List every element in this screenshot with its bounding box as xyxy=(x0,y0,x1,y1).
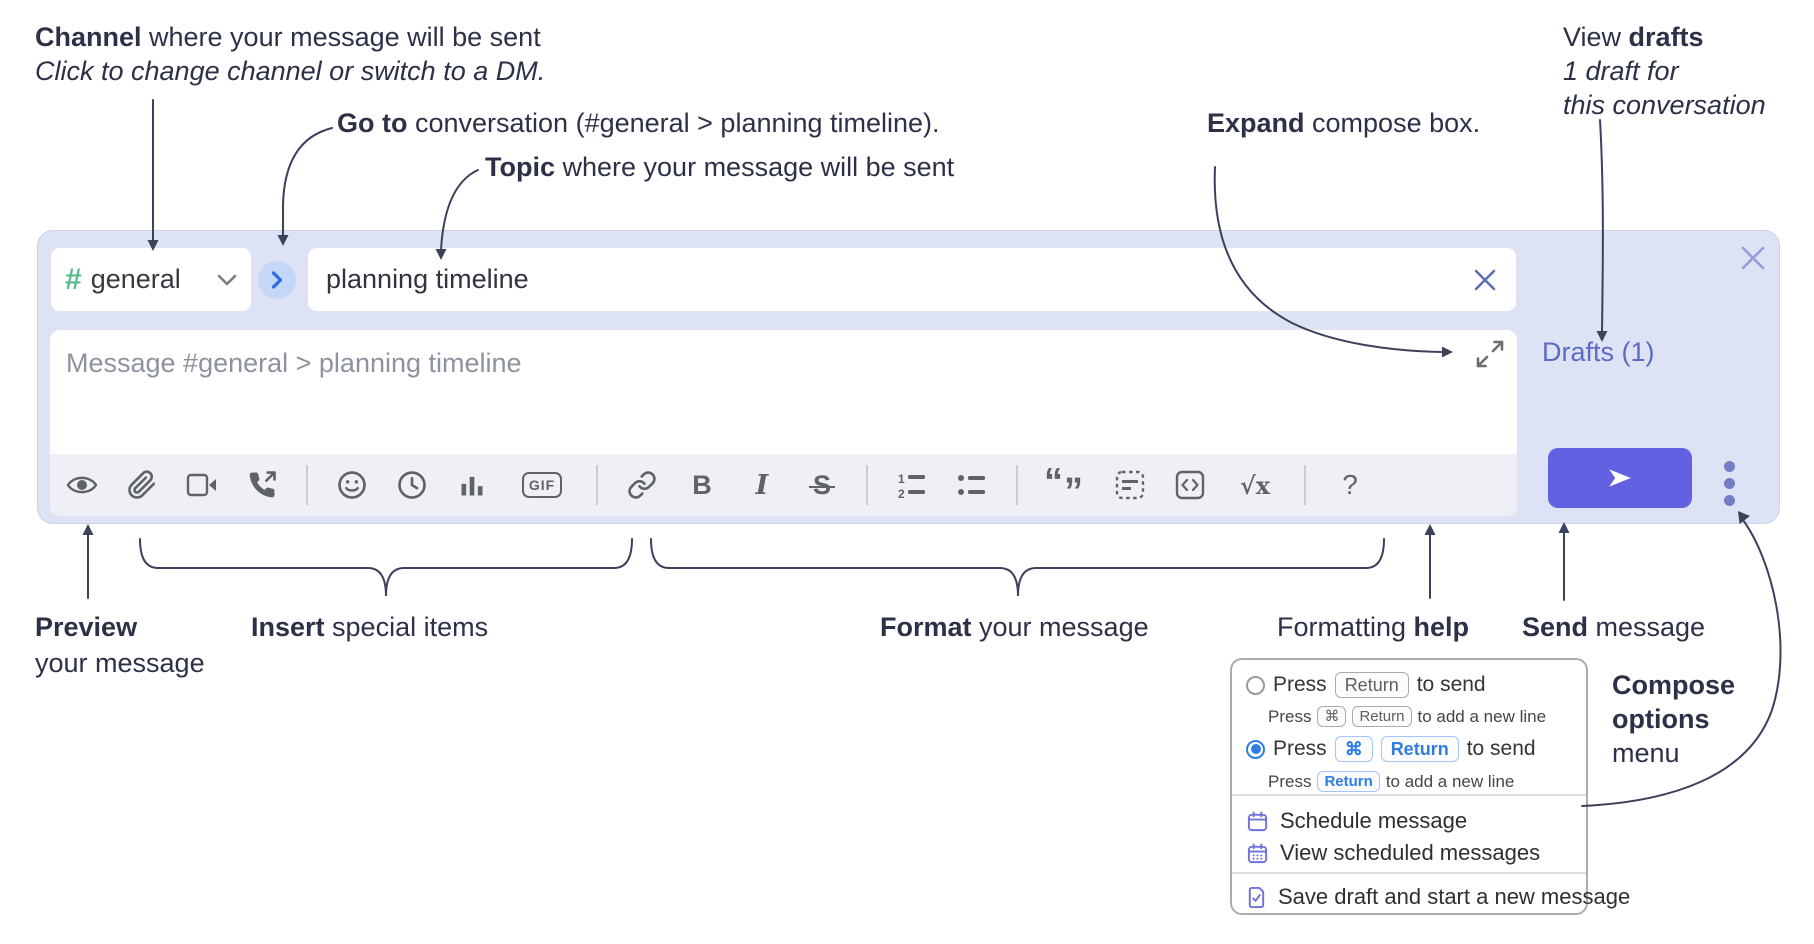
voice-call-icon[interactable] xyxy=(244,467,280,503)
send-icon xyxy=(1609,469,1631,487)
insert-brace xyxy=(139,538,633,597)
formatting-help-icon[interactable]: ? xyxy=(1342,469,1358,500)
annotation-compose-options: Compose options menu xyxy=(1612,670,1736,768)
format-brace xyxy=(650,538,1385,597)
draft-check-icon xyxy=(1248,886,1265,908)
drafts-link[interactable]: Drafts (1) xyxy=(1542,337,1655,367)
chevron-down-icon xyxy=(217,274,237,285)
menu-item-schedule-message[interactable]: Schedule message xyxy=(1246,808,1467,834)
compose-options-button[interactable] xyxy=(1712,457,1746,509)
annotation-preview-line2: your message xyxy=(35,648,205,678)
annotation-topic: Topic where your message will be sent xyxy=(485,152,955,182)
key-cmd: ⌘ xyxy=(1334,736,1373,762)
annotation-channel: Channel where your message will be sent xyxy=(35,22,541,52)
dot xyxy=(1723,460,1735,472)
annotation-insert: Insert special items xyxy=(251,612,489,642)
menu-option-return-to-send[interactable]: Press Return to send xyxy=(1246,672,1486,698)
menu-option2-subtext: Press Return to add a new line xyxy=(1268,771,1515,792)
menu-item-save-draft[interactable]: Save draft and start a new message xyxy=(1246,884,1630,910)
channel-hash-icon: # xyxy=(65,262,82,296)
menu-divider xyxy=(1232,794,1586,796)
annotation-channel-sub: Click to change channel or switch to a D… xyxy=(35,56,546,86)
expand-compose-icon[interactable] xyxy=(1474,338,1506,370)
strikethrough-icon[interactable]: S xyxy=(808,469,836,500)
annotation-drafts-line2: 1 draft for xyxy=(1563,56,1679,86)
toolbar-divider xyxy=(596,465,598,505)
menu-divider xyxy=(1232,872,1586,874)
channel-name: general xyxy=(90,264,181,294)
quote-icon[interactable]: “ ” xyxy=(1044,467,1088,503)
italic-icon[interactable]: I xyxy=(755,469,769,501)
preview-icon[interactable] xyxy=(64,467,100,503)
close-compose-icon[interactable] xyxy=(1738,243,1768,273)
menu-option-cmd-return-to-send[interactable]: Press ⌘ Return to send xyxy=(1246,736,1536,762)
svg-text:1: 1 xyxy=(898,472,905,486)
annotation-send: Send message xyxy=(1522,612,1706,642)
emoji-icon[interactable] xyxy=(334,467,370,503)
toolbar-divider xyxy=(306,465,308,505)
code-icon[interactable] xyxy=(1172,467,1208,503)
numbered-list-icon[interactable]: 1 2 xyxy=(894,467,930,503)
arrowhead xyxy=(1424,524,1436,535)
toolbar-divider xyxy=(1016,465,1018,505)
video-call-icon[interactable] xyxy=(184,467,220,503)
message-placeholder: Message #general > planning timeline xyxy=(66,348,522,378)
calendar-dots-icon xyxy=(1247,842,1268,863)
key-return: Return xyxy=(1352,706,1412,727)
topic-value: planning timeline xyxy=(326,264,529,294)
radio-unselected[interactable] xyxy=(1246,675,1265,695)
message-input[interactable]: Message #general > planning timeline xyxy=(50,330,1517,516)
topic-input[interactable]: planning timeline xyxy=(307,247,1517,312)
channel-selector[interactable]: # general xyxy=(50,247,252,312)
send-button[interactable] xyxy=(1548,448,1692,508)
menu-option1-subtext: Press ⌘ Return to add a new line xyxy=(1268,706,1547,727)
goto-arrow xyxy=(282,127,333,237)
dot xyxy=(1723,477,1735,489)
clear-topic-icon[interactable] xyxy=(1472,267,1498,293)
radio-selected[interactable] xyxy=(1246,739,1265,759)
arrowhead xyxy=(82,524,94,535)
link-icon[interactable] xyxy=(624,467,660,503)
annotation-format: Format your message xyxy=(880,612,1149,642)
svg-text:“: “ xyxy=(1044,468,1063,502)
annotation-drafts-line3: this conversation xyxy=(1563,90,1766,120)
key-return: Return xyxy=(1317,771,1380,792)
annotation-goto: Go to conversation (#general > planning … xyxy=(337,108,940,138)
compose-options-menu: Press Return to send Press ⌘ Return to a… xyxy=(1230,658,1630,915)
toolbar-divider xyxy=(866,465,868,505)
annotation-preview: Preview xyxy=(35,612,138,642)
chevron-right-icon xyxy=(271,271,283,289)
compose-toolbar: GIF B I S xyxy=(50,454,1517,516)
key-cmd: ⌘ xyxy=(1317,706,1347,727)
global-time-icon[interactable] xyxy=(394,467,430,503)
annotation-formatting-help: Formatting help xyxy=(1277,612,1470,642)
bold-icon[interactable]: B xyxy=(692,469,712,500)
svg-text:”: ” xyxy=(1064,471,1083,502)
poll-icon[interactable] xyxy=(454,467,490,503)
spoiler-icon[interactable] xyxy=(1112,467,1148,503)
calendar-icon xyxy=(1247,810,1268,831)
toolbar-divider xyxy=(1304,465,1306,505)
math-icon[interactable]: √x xyxy=(1239,470,1271,500)
gif-icon[interactable]: GIF xyxy=(514,467,570,503)
key-return: Return xyxy=(1334,672,1409,698)
annotation-drafts: View drafts xyxy=(1563,22,1704,52)
menu-item-view-scheduled-messages[interactable]: View scheduled messages xyxy=(1246,840,1540,866)
dot xyxy=(1723,494,1735,506)
annotation-expand: Expand compose box. xyxy=(1207,108,1481,138)
bulleted-list-icon[interactable] xyxy=(954,467,990,503)
go-to-conversation-button[interactable] xyxy=(258,261,296,299)
svg-text:2: 2 xyxy=(898,487,905,499)
attach-file-icon[interactable] xyxy=(124,467,160,503)
key-return: Return xyxy=(1380,736,1459,762)
